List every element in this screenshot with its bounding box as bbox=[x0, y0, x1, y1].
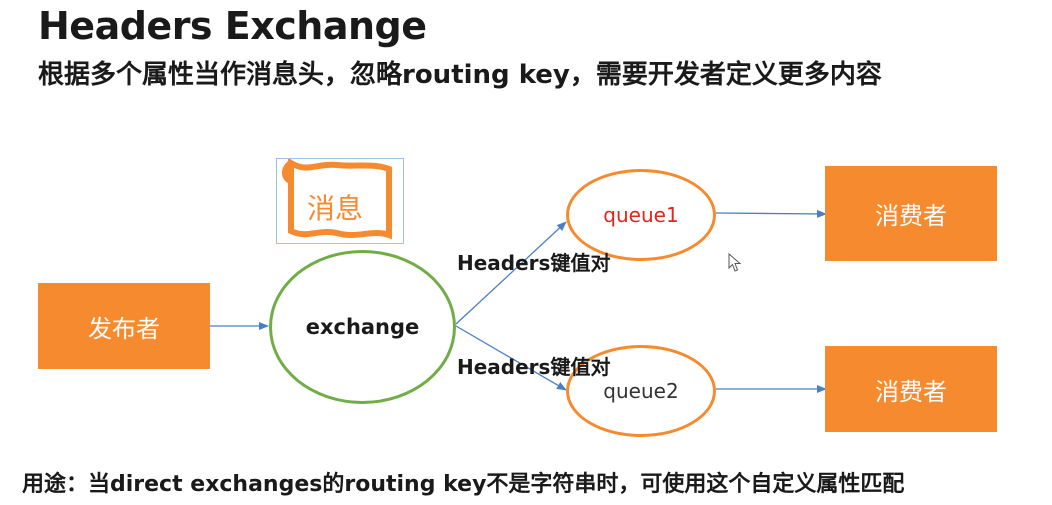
edge-label-queue1: Headers键值对 bbox=[457, 251, 611, 275]
consumer1-label: 消费者 bbox=[875, 202, 947, 230]
slide-subtitle: 根据多个属性当作消息头，忽略routing key，需要开发者定义更多内容 bbox=[38, 60, 882, 90]
arrow-exchange-to-queue1 bbox=[455, 221, 567, 325]
arrow-exchange-to-queue2 bbox=[455, 325, 567, 391]
arrow-queue1-to-consumer1 bbox=[715, 209, 827, 218]
message-scroll-icon: 消息 bbox=[276, 158, 404, 244]
consumer2-label: 消费者 bbox=[875, 377, 947, 406]
exchange-label: exchange bbox=[305, 315, 420, 339]
slide-title: Headers Exchange bbox=[38, 4, 427, 48]
usage-footer: 用途：当direct exchanges的routing key不是字符串时，可… bbox=[22, 472, 905, 497]
queue2-node: queue2 bbox=[566, 345, 716, 437]
mouse-cursor-icon bbox=[728, 253, 742, 272]
edge-label-queue2: Headers键值对 bbox=[457, 355, 611, 379]
publisher-label: 发布者 bbox=[88, 314, 160, 343]
queue1-label: queue1 bbox=[603, 203, 679, 227]
exchange-node: exchange bbox=[269, 250, 456, 404]
consumer2-node: 消费者 bbox=[825, 346, 997, 432]
consumer1-node: 消费者 bbox=[825, 166, 997, 261]
queue2-label: queue2 bbox=[603, 379, 679, 403]
queue1-node: queue1 bbox=[566, 169, 716, 261]
publisher-node: 发布者 bbox=[38, 283, 210, 369]
message-label: 消息 bbox=[307, 192, 364, 225]
